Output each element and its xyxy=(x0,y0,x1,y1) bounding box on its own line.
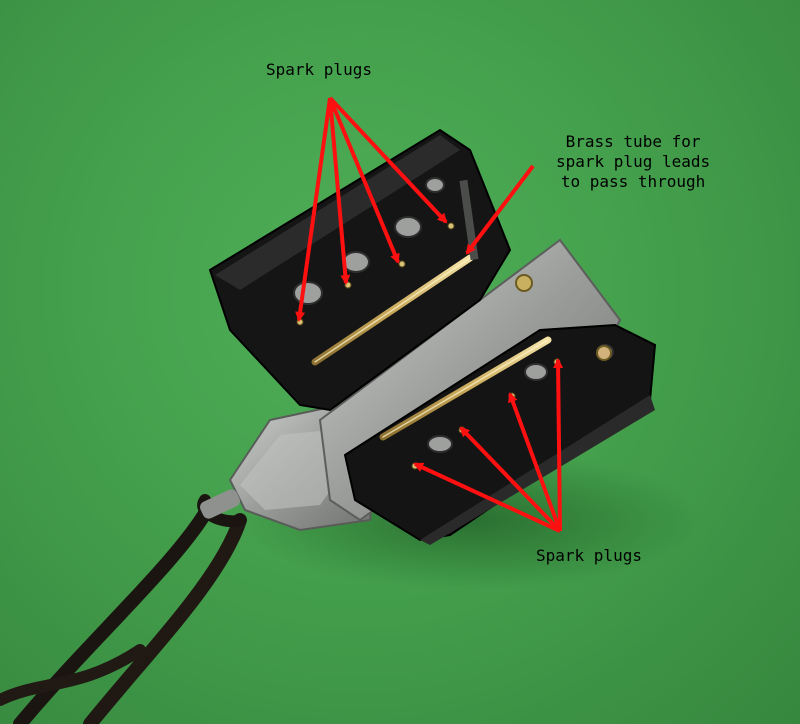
arrow-bottom-2 xyxy=(459,426,562,533)
arrow-bottom-1 xyxy=(413,462,561,533)
brass-tube-riser xyxy=(459,179,479,261)
spark-plugs-label-top: Spark plugs xyxy=(266,60,372,79)
spark-plugs-label-bottom: Spark plugs xyxy=(536,546,642,565)
arrow-bottom-3 xyxy=(508,392,562,532)
arrow-top-1 xyxy=(295,97,332,322)
arrow-top-3 xyxy=(328,97,400,264)
arrow-top-4 xyxy=(328,96,448,224)
brass-tube-upper xyxy=(311,254,474,366)
annotation-arrows xyxy=(295,96,564,533)
wire-bundle xyxy=(0,494,247,724)
arrow-brass xyxy=(465,164,535,255)
oil-filler-cap xyxy=(515,274,533,292)
arrow-bottom-4 xyxy=(553,358,564,532)
brass-tube-lower xyxy=(379,336,552,441)
breather-cap xyxy=(596,345,612,361)
arrow-top-2 xyxy=(328,97,351,285)
brass-tube-label: Brass tube for spark plug leads to pass … xyxy=(556,132,711,191)
